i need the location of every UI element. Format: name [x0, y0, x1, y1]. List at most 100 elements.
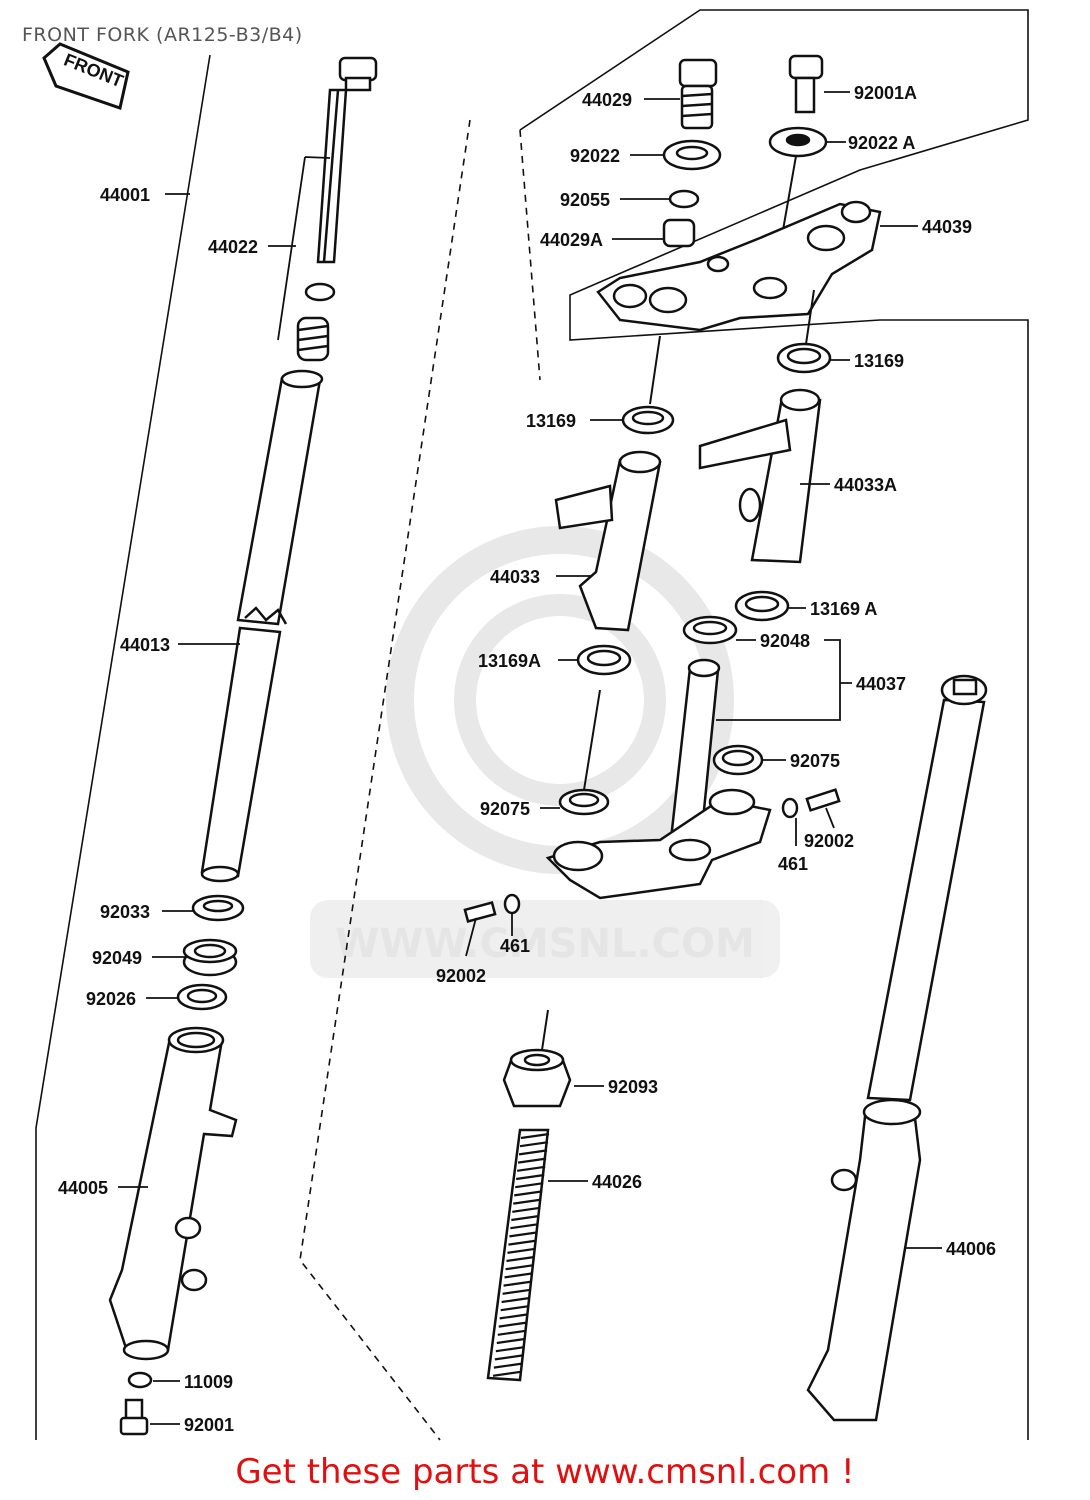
top-bracket-44039: [596, 200, 882, 332]
spring-coil: [502, 1288, 531, 1295]
footer-link-text[interactable]: Get these parts at www.cmsnl.com !: [235, 1452, 855, 1492]
spring-seat-92093: [502, 1048, 572, 1108]
washer-92022: [662, 139, 722, 171]
label-44022: 44022: [208, 237, 258, 257]
spring-coil: [500, 1305, 529, 1312]
label-92048: 92048: [760, 631, 810, 651]
label-92022A: 92022 A: [848, 133, 915, 153]
label-92093: 92093: [608, 1077, 658, 1097]
label-44013: 44013: [120, 635, 170, 655]
left-fork-parts: [108, 56, 378, 1436]
outer-tube-left-44005: [108, 1026, 238, 1361]
spring-coil: [508, 1239, 537, 1246]
label-44033: 44033: [490, 567, 540, 587]
spring-coil: [519, 1141, 549, 1148]
label-44006: 44006: [946, 1239, 996, 1259]
top-bolt-44001: [338, 56, 378, 92]
spring-coil: [504, 1272, 533, 1279]
spring-coil: [494, 1354, 524, 1361]
spring-coil: [506, 1255, 535, 1263]
label-44001: 44001: [100, 185, 150, 205]
outer-tube-right-44006: [806, 674, 988, 1422]
label-13169-right: 13169: [854, 351, 904, 371]
spring-coil: [514, 1190, 543, 1197]
spring-coil: [509, 1231, 538, 1238]
inner-fork-tube: [200, 369, 324, 883]
spring-coil: [513, 1198, 542, 1205]
label-92033: 92033: [100, 902, 150, 922]
spring-coil: [496, 1337, 525, 1345]
oil-seal-92049: [182, 938, 238, 977]
holder-44033: [554, 450, 662, 632]
label-461-right: 461: [778, 854, 808, 874]
panel-outlines: [35, 9, 1029, 1441]
spring-coil: [493, 1362, 523, 1369]
rebound-spring: [296, 316, 330, 362]
label-92075-right: 92075: [790, 751, 840, 771]
spring-coil: [492, 1370, 522, 1377]
spring-coil: [512, 1206, 541, 1213]
spring-coil: [511, 1214, 540, 1222]
label-13169-left: 13169: [526, 411, 576, 431]
watermark-logo: WWW.CMSNL.COM: [310, 526, 780, 978]
spring-coil: [516, 1173, 545, 1181]
label-11009: 11009: [184, 1372, 233, 1392]
spring-coil: [510, 1223, 539, 1230]
spring-coil: [516, 1165, 546, 1172]
spring-coil: [505, 1264, 534, 1271]
spring-coil: [497, 1329, 526, 1336]
bolt-92002-left: [463, 893, 521, 923]
spring-coil: [518, 1149, 548, 1156]
steering-stem-44037: [545, 658, 772, 900]
spring-coil: [501, 1296, 530, 1304]
handlebar-holders: [554, 388, 822, 632]
label-44026: 44026: [592, 1172, 642, 1192]
spring-coil: [517, 1157, 547, 1164]
cap-bolt-44029: [678, 58, 718, 130]
spring-coil: [499, 1313, 528, 1320]
part-labels: 44001 44022 44013 92033 92049 92026 4400…: [58, 83, 996, 1435]
spring-coil: [515, 1182, 544, 1189]
bolt-92001A: [788, 54, 824, 114]
label-44039: 44039: [922, 217, 972, 237]
circlip-92033: [191, 894, 245, 922]
label-92075-left: 92075: [480, 799, 530, 819]
label-461-left: 461: [500, 936, 530, 956]
damper-rod: [316, 88, 348, 264]
label-92026: 92026: [86, 989, 136, 1009]
label-92055: 92055: [560, 190, 610, 210]
holder-44033A: [698, 388, 822, 564]
bottom-bolt-92001: [119, 1398, 149, 1436]
watermark-text: WWW.CMSNL.COM: [335, 921, 755, 967]
label-92001A: 92001A: [854, 83, 917, 103]
spring-coil: [495, 1346, 524, 1353]
steering-stem-parts: [463, 590, 841, 1382]
label-92002-right: 92002: [804, 831, 854, 851]
leader-lines: [118, 91, 942, 1425]
snap-ring: [304, 282, 336, 302]
label-44037: 44037: [856, 674, 906, 694]
label-44005: 44005: [58, 1178, 108, 1198]
o-ring-92055: [668, 189, 700, 209]
label-13169A-left: 13169A: [478, 651, 541, 671]
spring-coil: [503, 1280, 532, 1287]
fork-spring-44026: [486, 1128, 550, 1382]
label-13169A-right: 13169 A: [810, 599, 877, 619]
label-44033A: 44033A: [834, 475, 897, 495]
label-44029: 44029: [582, 90, 632, 110]
spring-coil: [507, 1247, 536, 1254]
washer-92026: [176, 983, 228, 1011]
spring-coil: [498, 1321, 527, 1328]
label-92001: 92001: [184, 1415, 234, 1435]
bolt-92002-right: [781, 788, 841, 819]
diagram-title: FRONT FORK (AR125-B3/B4): [22, 24, 303, 46]
spring-coil: [520, 1132, 550, 1140]
top-bracket-parts: [596, 54, 882, 435]
label-92002-left: 92002: [436, 966, 486, 986]
label-92049: 92049: [92, 948, 142, 968]
front-direction-tag: FRONT: [42, 42, 130, 110]
label-92022: 92022: [570, 146, 620, 166]
gasket-11009: [127, 1371, 153, 1389]
label-44029A: 44029A: [540, 230, 603, 250]
